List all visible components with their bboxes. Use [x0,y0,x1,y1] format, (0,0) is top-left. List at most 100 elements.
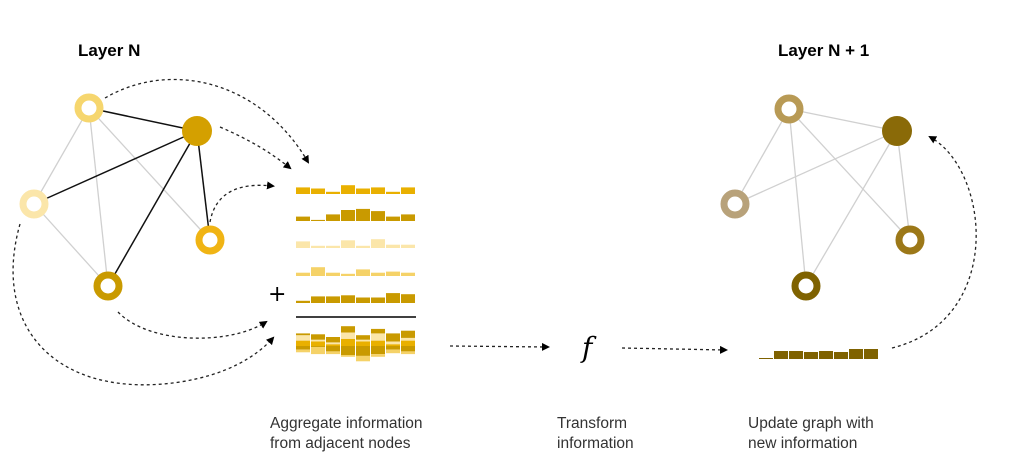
feature-bar [401,214,415,221]
feature-bar [386,244,400,248]
aggregate-bar-segment [386,344,400,346]
aggregate-bar-segment [356,335,370,340]
node-dark-bottom [93,271,123,301]
aggregate-bar-segment [296,340,310,346]
aggregate-bar-segment [341,326,355,333]
new-node-target [882,116,912,146]
aggregate-bar-segment [311,334,325,340]
feature-bar [296,300,310,303]
feature-bar [356,188,370,194]
aggregate-bar-segment [356,341,370,346]
aggregate-bar-segment [386,341,400,345]
aggregate-bar-segment [386,346,400,350]
aggregate-bar-segment [296,333,310,336]
feature-bar [341,185,355,194]
aggregate-bar-segment [296,335,310,341]
aggregate-bar-segment [401,337,415,341]
feature-bar [326,245,340,248]
layer-n1-graph [720,94,925,301]
feature-bar [401,272,415,276]
aggregate-bar-segment [341,346,355,355]
plus-sign: + [268,282,286,307]
new-node-right [895,225,925,255]
feature-bar [386,216,400,221]
feature-bar [311,296,325,303]
new-node-left [720,189,750,219]
output-bar [804,352,818,359]
update-caption-line1: Update graph with [748,415,874,432]
aggregate-bar-segment [326,346,340,352]
feature-bar [326,272,340,276]
aggregate-bar-segment [401,351,415,355]
output-vector [759,349,878,359]
aggregate-bar-segment [326,344,340,346]
update-caption-line2: new information [748,435,857,452]
aggregate-bar-segment [371,354,385,357]
arrow-to-transform [449,342,550,351]
transform-caption-line2: information [557,435,634,452]
aggregate-caption-line2: from adjacent nodes [270,435,411,452]
feature-bar [296,216,310,221]
aggregate-caption-line1: Aggregate information [270,415,423,432]
feature-bar [401,294,415,303]
aggregate-bar-segment [371,328,385,334]
new-node-top [774,94,804,124]
layer-n-title: Layer N [78,41,140,60]
feature-bar [401,187,415,194]
feature-bar [341,273,355,276]
aggregate-bar-segment [311,339,325,342]
transform-function: f [580,331,597,364]
feature-bar [326,214,340,221]
feature-bar [296,272,310,276]
output-bar [789,351,803,359]
output-bar [774,351,788,359]
aggregate-bar-segment [401,330,415,338]
aggregate-bar-segment [326,337,340,343]
aggregate-bar-segment [296,346,310,350]
aggregate-bar-segment [356,355,370,362]
aggregate-bar-segment [311,341,325,346]
feature-bar [296,241,310,248]
feature-bar [356,245,370,248]
feature-bar [386,271,400,276]
feature-bar [326,296,340,303]
feature-bar [356,208,370,221]
output-bar [864,349,878,359]
output-bar [849,349,863,359]
aggregate-bar-segment [371,333,385,341]
aggregate-bar-segment [401,340,415,346]
aggregate-bar-segment [356,339,370,342]
aggregation-arrows [12,78,310,386]
aggregate-bar-segment [326,351,340,355]
feature-bar [341,240,355,248]
output-bar [834,352,848,359]
feature-bar [401,244,415,248]
aggregate-bar-segment [371,340,385,346]
feature-bar [311,219,325,221]
node-pale-left [19,189,49,219]
output-bar [819,351,833,359]
aggregated-vector [296,326,415,362]
new-node-bottom [791,271,821,301]
feature-bar [356,297,370,303]
arrow-to-update [621,345,728,354]
aggregate-bar-segment [326,342,340,345]
feature-vectors [296,185,415,303]
feature-bar [341,210,355,221]
transform-caption-line1: Transform [557,415,627,432]
feature-bar [371,239,385,248]
output-bar [759,358,773,359]
aggregate-bar-segment [296,349,310,353]
feature-bar [386,191,400,194]
feature-bar [371,272,385,276]
feature-bar [326,191,340,194]
feature-bar [311,245,325,248]
feature-bar [341,295,355,303]
feature-bar [371,211,385,221]
aggregate-bar-segment [371,346,385,355]
feature-bar [371,297,385,303]
aggregate-bar-segment [311,346,325,347]
node-mid-right [195,225,225,255]
aggregate-bar-segment [341,338,355,346]
